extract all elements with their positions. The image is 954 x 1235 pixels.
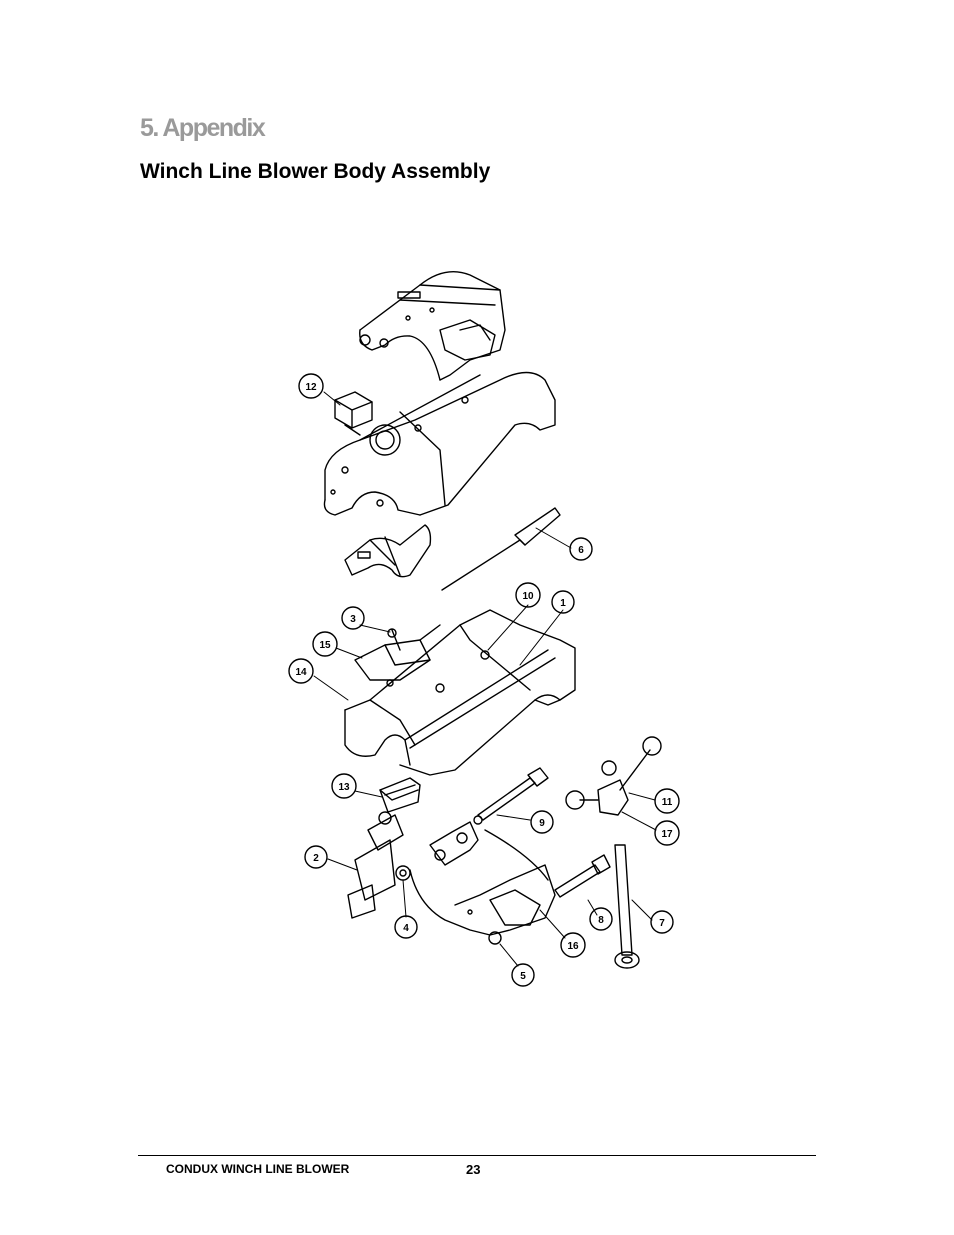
appendix-heading: 5. Appendix xyxy=(140,114,266,142)
callout-11: 11 xyxy=(654,788,680,814)
callout-label: 13 xyxy=(338,782,350,793)
callout-label: 17 xyxy=(661,829,673,840)
callout-label: 2 xyxy=(313,853,319,864)
tool-6 xyxy=(441,507,561,591)
callout-label: 1 xyxy=(560,598,566,609)
callout-7: 7 xyxy=(650,910,674,934)
callout-10: 10 xyxy=(515,582,541,608)
callout-label: 9 xyxy=(539,818,545,829)
footer-divider xyxy=(138,1155,816,1156)
callout-17: 17 xyxy=(654,820,680,846)
callout-6: 6 xyxy=(569,537,593,561)
bolt-8 xyxy=(554,854,611,898)
section-title: Winch Line Blower Body Assembly xyxy=(140,160,491,183)
upper-body xyxy=(323,371,556,516)
callout-label: 6 xyxy=(578,545,584,556)
callout-label: 12 xyxy=(305,382,317,393)
callout-label: 14 xyxy=(295,667,307,678)
callout-label: 10 xyxy=(522,591,534,602)
callout-9: 9 xyxy=(530,810,554,834)
leader-lines xyxy=(313,391,657,967)
callout-5: 5 xyxy=(511,963,535,987)
callout-label: 15 xyxy=(319,640,331,651)
callout-13: 13 xyxy=(331,773,357,799)
footer-title: CONDUX WINCH LINE BLOWER xyxy=(166,1162,350,1176)
callout-label: 11 xyxy=(662,797,673,808)
callout-12: 12 xyxy=(298,373,324,399)
hose-2 xyxy=(347,811,404,919)
bolt-9 xyxy=(473,767,549,825)
latch-15 xyxy=(354,624,441,681)
main-body xyxy=(344,609,576,776)
cone-nozzle xyxy=(344,524,432,578)
callout-14: 14 xyxy=(288,658,314,684)
callout-label: 4 xyxy=(403,923,409,934)
top-body-half xyxy=(359,271,506,381)
fitting-13 xyxy=(379,777,421,813)
callout-label: 3 xyxy=(350,614,356,625)
callout-16: 16 xyxy=(560,932,586,958)
bottom-body-half xyxy=(409,821,556,945)
callout-label: 8 xyxy=(598,915,604,926)
callout-4: 4 xyxy=(394,915,418,939)
callout-1: 1 xyxy=(551,590,575,614)
hex-nut-12 xyxy=(334,391,373,436)
callout-3: 3 xyxy=(341,606,365,630)
rod-7 xyxy=(614,844,640,969)
handle-11-17 xyxy=(565,736,662,816)
callout-label: 7 xyxy=(659,918,665,929)
callout-label: 16 xyxy=(567,941,579,952)
callout-2: 2 xyxy=(304,845,328,869)
nut-4 xyxy=(395,865,411,881)
callout-label: 5 xyxy=(520,971,526,982)
callout-15: 15 xyxy=(312,631,338,657)
page-number: 23 xyxy=(466,1162,481,1177)
callout-8: 8 xyxy=(589,907,613,931)
